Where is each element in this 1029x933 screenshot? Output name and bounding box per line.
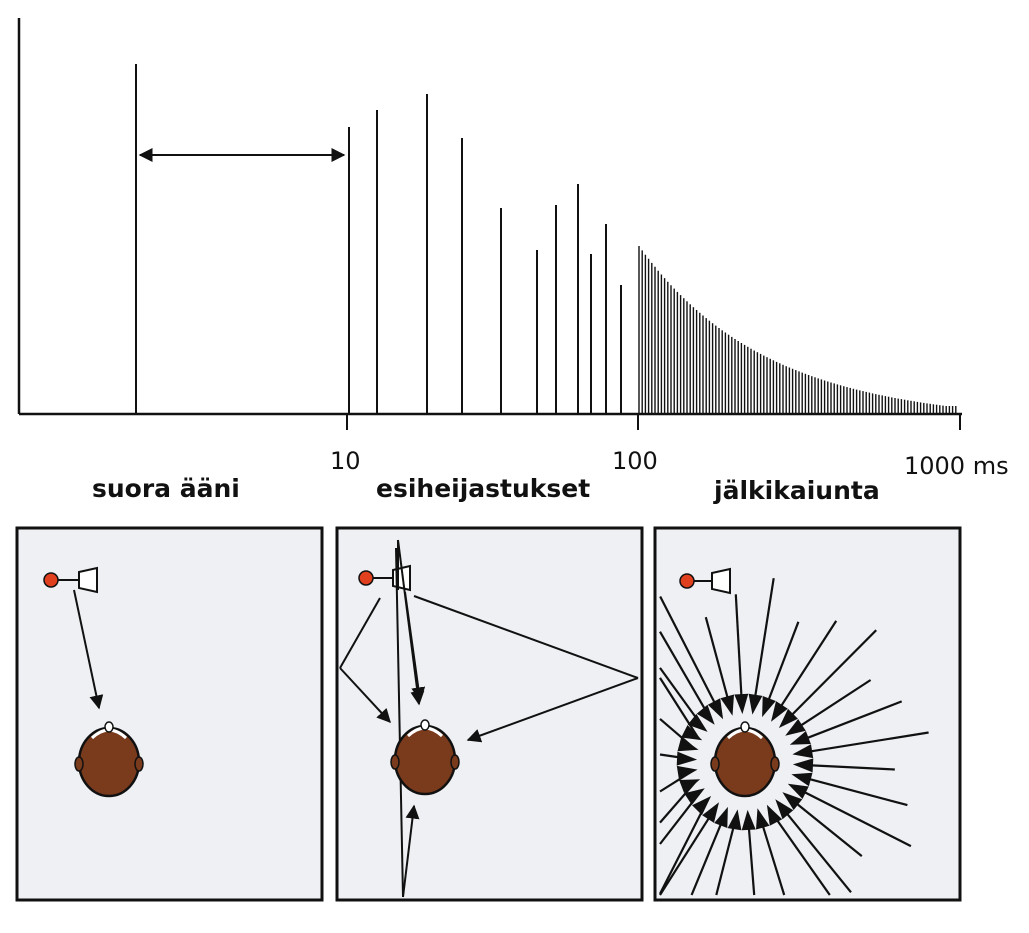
diffuse-arrowhead xyxy=(748,693,763,715)
diffuse-arrowhead xyxy=(677,737,699,752)
listener-head-icon xyxy=(390,719,460,796)
diffuse-arrowhead xyxy=(792,758,814,773)
tick-label-100: 100 xyxy=(612,447,658,475)
diffuse-ray xyxy=(659,779,698,824)
diffuse-ray xyxy=(767,807,831,896)
diffuse-arrowhead xyxy=(762,696,776,718)
diffuse-ray xyxy=(734,594,744,711)
label-early-reflections: esiheijastukset xyxy=(376,474,591,503)
diffuse-ray xyxy=(793,700,903,745)
direct-path xyxy=(404,591,426,702)
diffuse-arrowhead xyxy=(778,708,798,728)
diffuse-arrowhead xyxy=(775,799,794,820)
diffuse-ray xyxy=(787,679,872,735)
diffuse-arrowhead xyxy=(696,704,715,725)
label-direct-sound: suora ääni xyxy=(92,474,240,503)
reflection-path-floor-arrow xyxy=(402,804,420,898)
diffuse-ray xyxy=(796,731,929,755)
tick-label-10: 10 xyxy=(330,447,361,475)
diffuse-arrowhead xyxy=(676,751,698,766)
diffuse-arrowhead xyxy=(766,804,783,826)
diffuse-ray xyxy=(659,805,718,896)
diffuse-reflection-rays xyxy=(659,578,929,896)
panel-early-reflections xyxy=(335,526,644,902)
diffuse-arrowhead xyxy=(792,744,814,759)
early-reflections xyxy=(348,94,622,414)
diffuse-arrowhead xyxy=(714,806,728,828)
reflection-path-left-arrow xyxy=(339,667,391,724)
listener-head-icon xyxy=(74,721,144,798)
diffuse-arrowhead xyxy=(787,783,809,799)
diffuse-ray xyxy=(784,793,863,857)
diffuse-arrowhead xyxy=(679,779,701,793)
diffuse-arrowhead xyxy=(727,809,742,831)
reflection-path-right xyxy=(413,595,639,679)
reverb-tail xyxy=(638,246,957,414)
listener-head-icon xyxy=(710,721,780,798)
speaker-icon xyxy=(43,566,98,594)
diffuse-ray xyxy=(659,677,700,740)
diffuse-ray xyxy=(772,620,838,719)
diffuse-arrowhead xyxy=(756,808,770,830)
diffuse-arrowhead xyxy=(720,694,734,716)
diffuse-arrowhead xyxy=(734,693,749,715)
reflection-path-floor xyxy=(395,547,404,898)
diffuse-arrowhead xyxy=(782,792,803,811)
diffuse-ray xyxy=(659,595,723,717)
speaker-icon xyxy=(679,567,731,595)
reflection-path-right-arrow xyxy=(466,677,639,743)
diffuse-arrowhead xyxy=(676,765,698,780)
diffuse-arrowhead xyxy=(791,772,813,787)
diffuse-arrowhead xyxy=(771,701,788,722)
diffuse-ray xyxy=(659,798,710,895)
diffuse-arrowhead xyxy=(684,788,705,805)
panel-direct-sound xyxy=(15,526,324,902)
diffuse-ray xyxy=(790,784,912,848)
diffuse-ray xyxy=(751,578,775,711)
diffuse-ray xyxy=(762,621,800,714)
room-outline xyxy=(15,526,324,902)
diffuse-arrowhead xyxy=(687,713,708,732)
diffuse-arrowhead xyxy=(681,725,703,741)
diffuse-arrowhead xyxy=(702,802,719,823)
impulse-response-graph xyxy=(17,18,962,430)
diffuse-arrowhead xyxy=(741,809,756,831)
label-reverberation: jälkikaiunta xyxy=(714,476,880,505)
tick-label-1000: 1000 ms xyxy=(904,452,1009,480)
diffuse-ray xyxy=(776,801,852,893)
diffuse-arrowhead xyxy=(692,796,712,816)
reflection-path-left xyxy=(339,597,381,669)
diffuse-arrowhead xyxy=(707,698,724,720)
diffuse-ray xyxy=(659,631,714,723)
diffuse-ray xyxy=(796,763,895,771)
panel-reverberation xyxy=(653,526,962,902)
direct-sound-path xyxy=(73,589,104,710)
diffuse-arrowhead xyxy=(785,719,806,736)
diffuse-arrowhead xyxy=(789,731,811,745)
diffuse-ray xyxy=(795,774,908,807)
diffuse-ray xyxy=(780,629,877,726)
diffuse-ray xyxy=(704,616,733,713)
